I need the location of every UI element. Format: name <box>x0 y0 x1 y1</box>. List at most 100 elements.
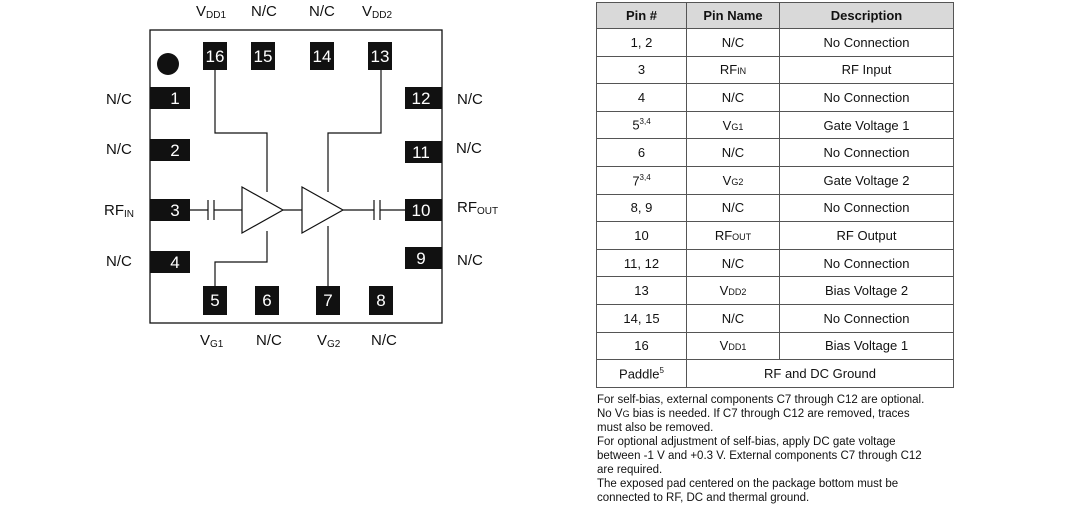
cell-pin: 1, 2 <box>596 28 687 57</box>
cell-pin: 6 <box>596 138 687 167</box>
label-nc-1: N/C <box>106 91 132 108</box>
label-nc-4: N/C <box>106 253 132 270</box>
pin1-indicator-dot <box>157 53 179 75</box>
pin-3: 3 <box>150 199 190 221</box>
label-nc-8: N/C <box>371 332 397 349</box>
svg-text:1: 1 <box>170 89 179 108</box>
svg-text:14: 14 <box>313 47 332 66</box>
table-row: 8, 9 N/C No Connection <box>596 193 954 223</box>
pin-15: 15 <box>251 42 275 70</box>
cell-pin: 10 <box>596 221 687 250</box>
cell-name: VDD2 <box>686 276 780 305</box>
cell-desc: No Connection <box>779 83 954 112</box>
cell-name: N/C <box>686 138 780 167</box>
label-vg1: VG1 <box>200 332 224 350</box>
table-row: 10 RFOUT RF Output <box>596 221 954 250</box>
header-description: Description <box>779 2 954 29</box>
pin-6: 6 <box>255 286 279 315</box>
label-nc-15: N/C <box>251 3 277 20</box>
label-nc-6: N/C <box>256 332 282 349</box>
svg-text:15: 15 <box>254 47 273 66</box>
pin-16: 16 <box>203 42 227 70</box>
svg-text:10: 10 <box>412 201 431 220</box>
cell-pin: 73,4 <box>596 165 687 195</box>
cell-pin: 3 <box>596 55 687 85</box>
pin-1: 1 <box>150 87 190 109</box>
header-pin-name: Pin Name <box>686 2 780 29</box>
cell-desc: No Connection <box>779 193 954 223</box>
footnotes: For self-bias, external components C7 th… <box>597 393 937 505</box>
cell-desc: Gate Voltage 1 <box>779 110 954 140</box>
cell-name: N/C <box>686 303 780 333</box>
pin-11: 11 <box>405 141 442 163</box>
cell-pin: 14, 15 <box>596 303 687 333</box>
label-vg2: VG2 <box>317 332 341 350</box>
cell-pin: 4 <box>596 83 687 112</box>
footnote-self-bias: For self-bias, external components C7 th… <box>597 394 925 434</box>
pin-4: 4 <box>150 251 190 273</box>
cell-name: N/C <box>686 193 780 223</box>
table-row: 13 VDD2 Bias Voltage 2 <box>596 276 954 305</box>
svg-text:2: 2 <box>170 141 179 160</box>
cell-name: N/C <box>686 28 780 57</box>
pin-5: 5 <box>203 286 227 315</box>
footnote-exposed-pad: The exposed pad centered on the package … <box>597 478 899 504</box>
table-row: 6 N/C No Connection <box>596 138 954 167</box>
label-vdd2-top: VDD2 <box>362 3 392 21</box>
cell-pin: 53,4 <box>596 110 687 140</box>
svg-text:5: 5 <box>210 291 219 310</box>
table-row: 3 RFIN RF Input <box>596 55 954 85</box>
table-row: 1, 2 N/C No Connection <box>596 28 954 57</box>
internal-wiring <box>190 70 407 286</box>
label-rfout: RFOUT <box>457 199 498 217</box>
amplifier-stage-1 <box>241 185 285 235</box>
pin-10: 10 <box>405 199 442 221</box>
table-row: 53,4 VG1 Gate Voltage 1 <box>596 110 954 140</box>
footnote-gate-adjust: For optional adjustment of self-bias, ap… <box>597 436 922 476</box>
cell-pin: Paddle5 <box>596 359 687 388</box>
cell-desc: No Connection <box>779 303 954 333</box>
svg-text:4: 4 <box>170 253 179 272</box>
table-row: 73,4 VG2 Gate Voltage 2 <box>596 165 954 195</box>
cell-pin: 8, 9 <box>596 193 687 223</box>
cell-name: N/C <box>686 248 780 278</box>
pin-2: 2 <box>150 139 190 161</box>
pin-12: 12 <box>405 87 442 109</box>
pin-9: 9 <box>405 247 442 269</box>
cell-desc: Bias Voltage 1 <box>779 331 954 361</box>
cell-pin: 11, 12 <box>596 248 687 278</box>
svg-text:6: 6 <box>262 291 271 310</box>
cell-desc: Gate Voltage 2 <box>779 165 954 195</box>
svg-text:11: 11 <box>412 143 430 162</box>
cell-name: RFOUT <box>686 221 780 250</box>
cell-name: VG2 <box>686 165 780 195</box>
svg-text:16: 16 <box>206 47 225 66</box>
cell-desc: No Connection <box>779 28 954 57</box>
table-header-row: Pin # Pin Name Description <box>596 2 954 29</box>
cell-desc: No Connection <box>779 138 954 167</box>
cell-desc: No Connection <box>779 248 954 278</box>
label-nc-2: N/C <box>106 141 132 158</box>
label-nc-9: N/C <box>457 252 483 269</box>
cell-desc: RF Input <box>779 55 954 85</box>
pinout-diagram: 16 15 14 13 1 2 3 4 12 11 10 9 5 6 7 8 V… <box>104 3 498 350</box>
cell-name: VG1 <box>686 110 780 140</box>
label-nc-11: N/C <box>456 140 482 157</box>
label-nc-14: N/C <box>309 3 335 20</box>
cell-name: RFIN <box>686 55 780 85</box>
pin-description-table: Pin # Pin Name Description 1, 2 N/C No C… <box>596 2 954 388</box>
svg-text:9: 9 <box>416 249 425 268</box>
svg-text:12: 12 <box>412 89 431 108</box>
table-row: Paddle5 RF and DC Ground <box>596 359 954 388</box>
label-nc-12: N/C <box>457 91 483 108</box>
header-pin-number: Pin # <box>596 2 687 29</box>
package-body <box>149 29 443 324</box>
table-row: 4 N/C No Connection <box>596 83 954 112</box>
table-row: 11, 12 N/C No Connection <box>596 248 954 278</box>
cell-desc: Bias Voltage 2 <box>779 276 954 305</box>
pin-7: 7 <box>316 286 340 315</box>
cell-name: VDD1 <box>686 331 780 361</box>
cell-desc: RF and DC Ground <box>686 359 954 388</box>
amplifier-stage-2 <box>301 185 345 235</box>
pin-14: 14 <box>310 42 334 70</box>
